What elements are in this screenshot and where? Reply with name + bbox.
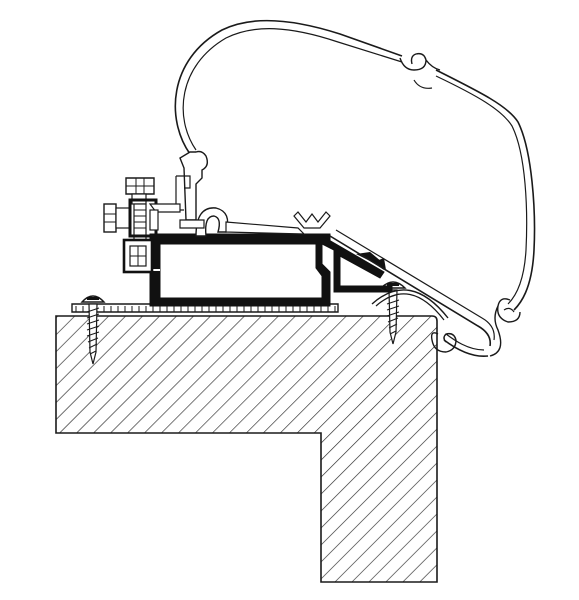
- screw-left: [80, 295, 106, 365]
- hatched-wall-section-icon: [55, 315, 438, 583]
- adapter-rail: [149, 207, 393, 307]
- clip-profile-icon: [430, 332, 457, 353]
- bolt-nut: [103, 177, 181, 274]
- roof-wall-section: [55, 315, 438, 583]
- awning-cover: [174, 19, 536, 357]
- gasket-arc: [371, 289, 449, 321]
